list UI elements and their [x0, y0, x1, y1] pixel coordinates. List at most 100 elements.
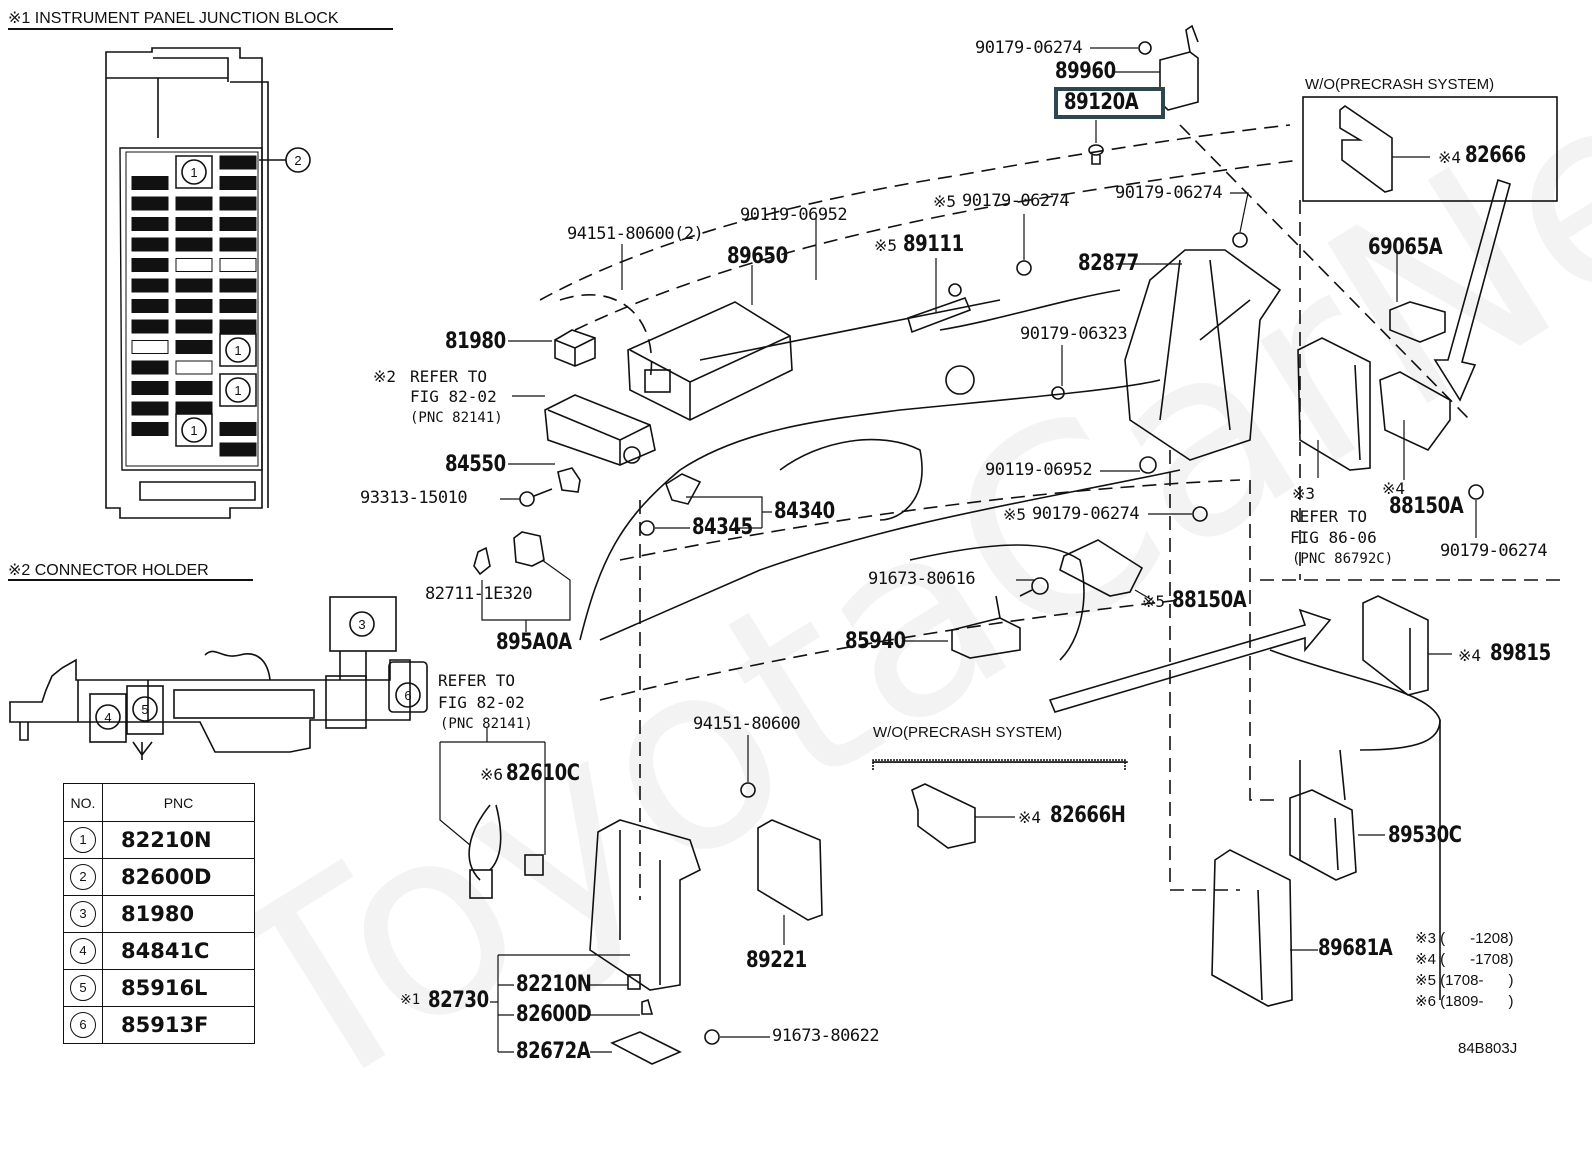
connector-holder-title: ※2 CONNECTOR HOLDER — [8, 560, 209, 580]
pnc-value[interactable]: 82210N — [103, 822, 255, 859]
arrow-icon — [1050, 610, 1330, 712]
label-69065A[interactable]: 69065A — [1368, 237, 1442, 259]
fuse-slot — [220, 279, 256, 292]
empty-fuse-slot — [132, 341, 168, 354]
pnc-value[interactable]: 82600D — [103, 859, 255, 896]
refer-86-06-line1[interactable]: REFER TO — [1290, 509, 1367, 525]
nut-icon — [1017, 261, 1031, 275]
label-84345[interactable]: 84345 — [692, 517, 753, 539]
svg-text:4: 4 — [104, 710, 111, 725]
part-69065A-drawing — [1390, 302, 1445, 342]
label-82610C[interactable]: 82610C — [506, 763, 580, 785]
label-84340[interactable]: 84340 — [774, 501, 835, 523]
mark-82730: ※1 — [400, 993, 420, 1007]
part-895A0A-drawing — [514, 532, 544, 566]
label-82730[interactable]: 82730 — [428, 990, 489, 1012]
fuse-slot — [132, 259, 168, 272]
label-88150A-s4[interactable]: 88150A — [1389, 496, 1463, 518]
label-88150A-s5[interactable]: 88150A — [1172, 590, 1246, 612]
label-90179-06274-s5[interactable]: 90179-06274 — [962, 193, 1069, 210]
label-84550[interactable]: 84550 — [445, 454, 506, 476]
callout-number-icon: 5 — [70, 975, 96, 1001]
pnc-table-header-no: NO. — [64, 784, 103, 822]
label-93313-15010[interactable]: 93313-15010 — [360, 490, 467, 507]
part-82711-1E320-drawing — [474, 548, 490, 574]
pnc-value[interactable]: 85913F — [103, 1007, 255, 1044]
label-90179-06323[interactable]: 90179-06323 — [1020, 326, 1127, 343]
label-89815[interactable]: 89815 — [1490, 643, 1551, 665]
label-82666H[interactable]: 82666H — [1050, 805, 1125, 827]
label-82711-1E320[interactable]: 82711-1E320 — [425, 586, 532, 603]
label-90179-06274-s5b[interactable]: 90179-06274 — [1032, 506, 1139, 523]
refer-82-02b-line1[interactable]: REFER TO — [438, 673, 515, 689]
refer-82-02-line2[interactable]: FIG 82-02 — [410, 389, 497, 405]
label-82666[interactable]: 82666 — [1465, 145, 1526, 167]
label-94151-80600-2[interactable]: 94151-80600(2) — [567, 226, 703, 243]
label-81980[interactable]: 81980 — [445, 331, 506, 353]
callout-5-holder: 5 — [133, 697, 157, 721]
part-89650-drawing — [628, 302, 792, 420]
label-90179-06274[interactable]: 90179-06274 — [975, 40, 1082, 57]
label-89221[interactable]: 89221 — [746, 950, 807, 972]
instrument-panel-solid — [580, 290, 1440, 1000]
pnc-value[interactable]: 84841C — [103, 933, 255, 970]
nut-icon — [1469, 485, 1483, 499]
part-84345-drawing — [640, 521, 654, 535]
callout-number-icon: 4 — [70, 938, 96, 964]
part-81980-drawing — [555, 330, 595, 366]
label-94151-80600[interactable]: 94151-80600 — [693, 716, 800, 733]
empty-fuse-slot — [176, 361, 212, 374]
label-89111[interactable]: 89111 — [903, 234, 964, 256]
legend-item: ※5 (1708- ) — [1415, 970, 1513, 991]
fuse-slot — [176, 300, 212, 313]
fuse-slot — [220, 238, 256, 251]
connector-holder-title-underline — [8, 579, 253, 581]
label-895A0A[interactable]: 895A0A — [496, 632, 572, 654]
fuse-slot — [176, 402, 212, 415]
refer-82-02-line1[interactable]: REFER TO — [410, 369, 487, 385]
label-90179-06274-right[interactable]: 90179-06274 — [1115, 185, 1222, 202]
bolt-icon — [1140, 457, 1156, 473]
fuse-slot — [132, 238, 168, 251]
part-84550-drawing — [558, 468, 580, 492]
mark-90179-06274-s5b: ※5 — [1003, 507, 1026, 523]
label-89530C[interactable]: 89530C — [1388, 825, 1462, 847]
pnc-value[interactable]: 81980 — [103, 896, 255, 933]
mark-90179-06274-s5: ※5 — [933, 194, 956, 210]
label-85940[interactable]: 85940 — [845, 631, 906, 653]
label-91673-80616[interactable]: 91673-80616 — [868, 571, 975, 588]
label-89681A[interactable]: 89681A — [1318, 938, 1392, 960]
part-89815-drawing — [1363, 596, 1428, 695]
svg-text:2: 2 — [294, 153, 301, 168]
table-row[interactable]: 4 84841C — [64, 933, 255, 970]
refer-86-06-line3: (PNC 86792C) — [1292, 552, 1393, 566]
part-89960-drawing — [1160, 26, 1198, 110]
label-82672A[interactable]: 82672A — [516, 1041, 590, 1063]
label-90119-06952-top[interactable]: 90119-06952 — [740, 207, 847, 224]
label-91673-80622[interactable]: 91673-80622 — [772, 1028, 879, 1045]
label-82210N[interactable]: 82210N — [516, 974, 591, 996]
table-row[interactable]: 5 85916L — [64, 970, 255, 1007]
label-82877[interactable]: 82877 — [1078, 253, 1139, 275]
mark-89815: ※4 — [1458, 648, 1481, 664]
label-89960[interactable]: 89960 — [1055, 61, 1116, 83]
pnc-value[interactable]: 85916L — [103, 970, 255, 1007]
refer-82-02b-line2[interactable]: FIG 82-02 — [438, 695, 525, 711]
highlighted-part-89120A[interactable]: 89120A — [1054, 87, 1165, 119]
label-90119-06952-mid[interactable]: 90119-06952 — [985, 462, 1092, 479]
part-89120A-drawing — [1089, 145, 1103, 164]
mark-refer-86-06: ※3 — [1292, 486, 1315, 502]
table-row[interactable]: 6 85913F — [64, 1007, 255, 1044]
label-82600D[interactable]: 82600D — [516, 1004, 591, 1026]
label-89650[interactable]: 89650 — [727, 246, 788, 268]
part-88150A-s4-drawing — [1380, 372, 1450, 450]
refer-86-06-line2[interactable]: FIG 86-06 — [1290, 530, 1377, 546]
mark-82666: ※4 — [1438, 150, 1461, 166]
callout-number-icon: 6 — [70, 1012, 96, 1038]
label-90179-06274-bottom-right[interactable]: 90179-06274 — [1440, 543, 1547, 560]
